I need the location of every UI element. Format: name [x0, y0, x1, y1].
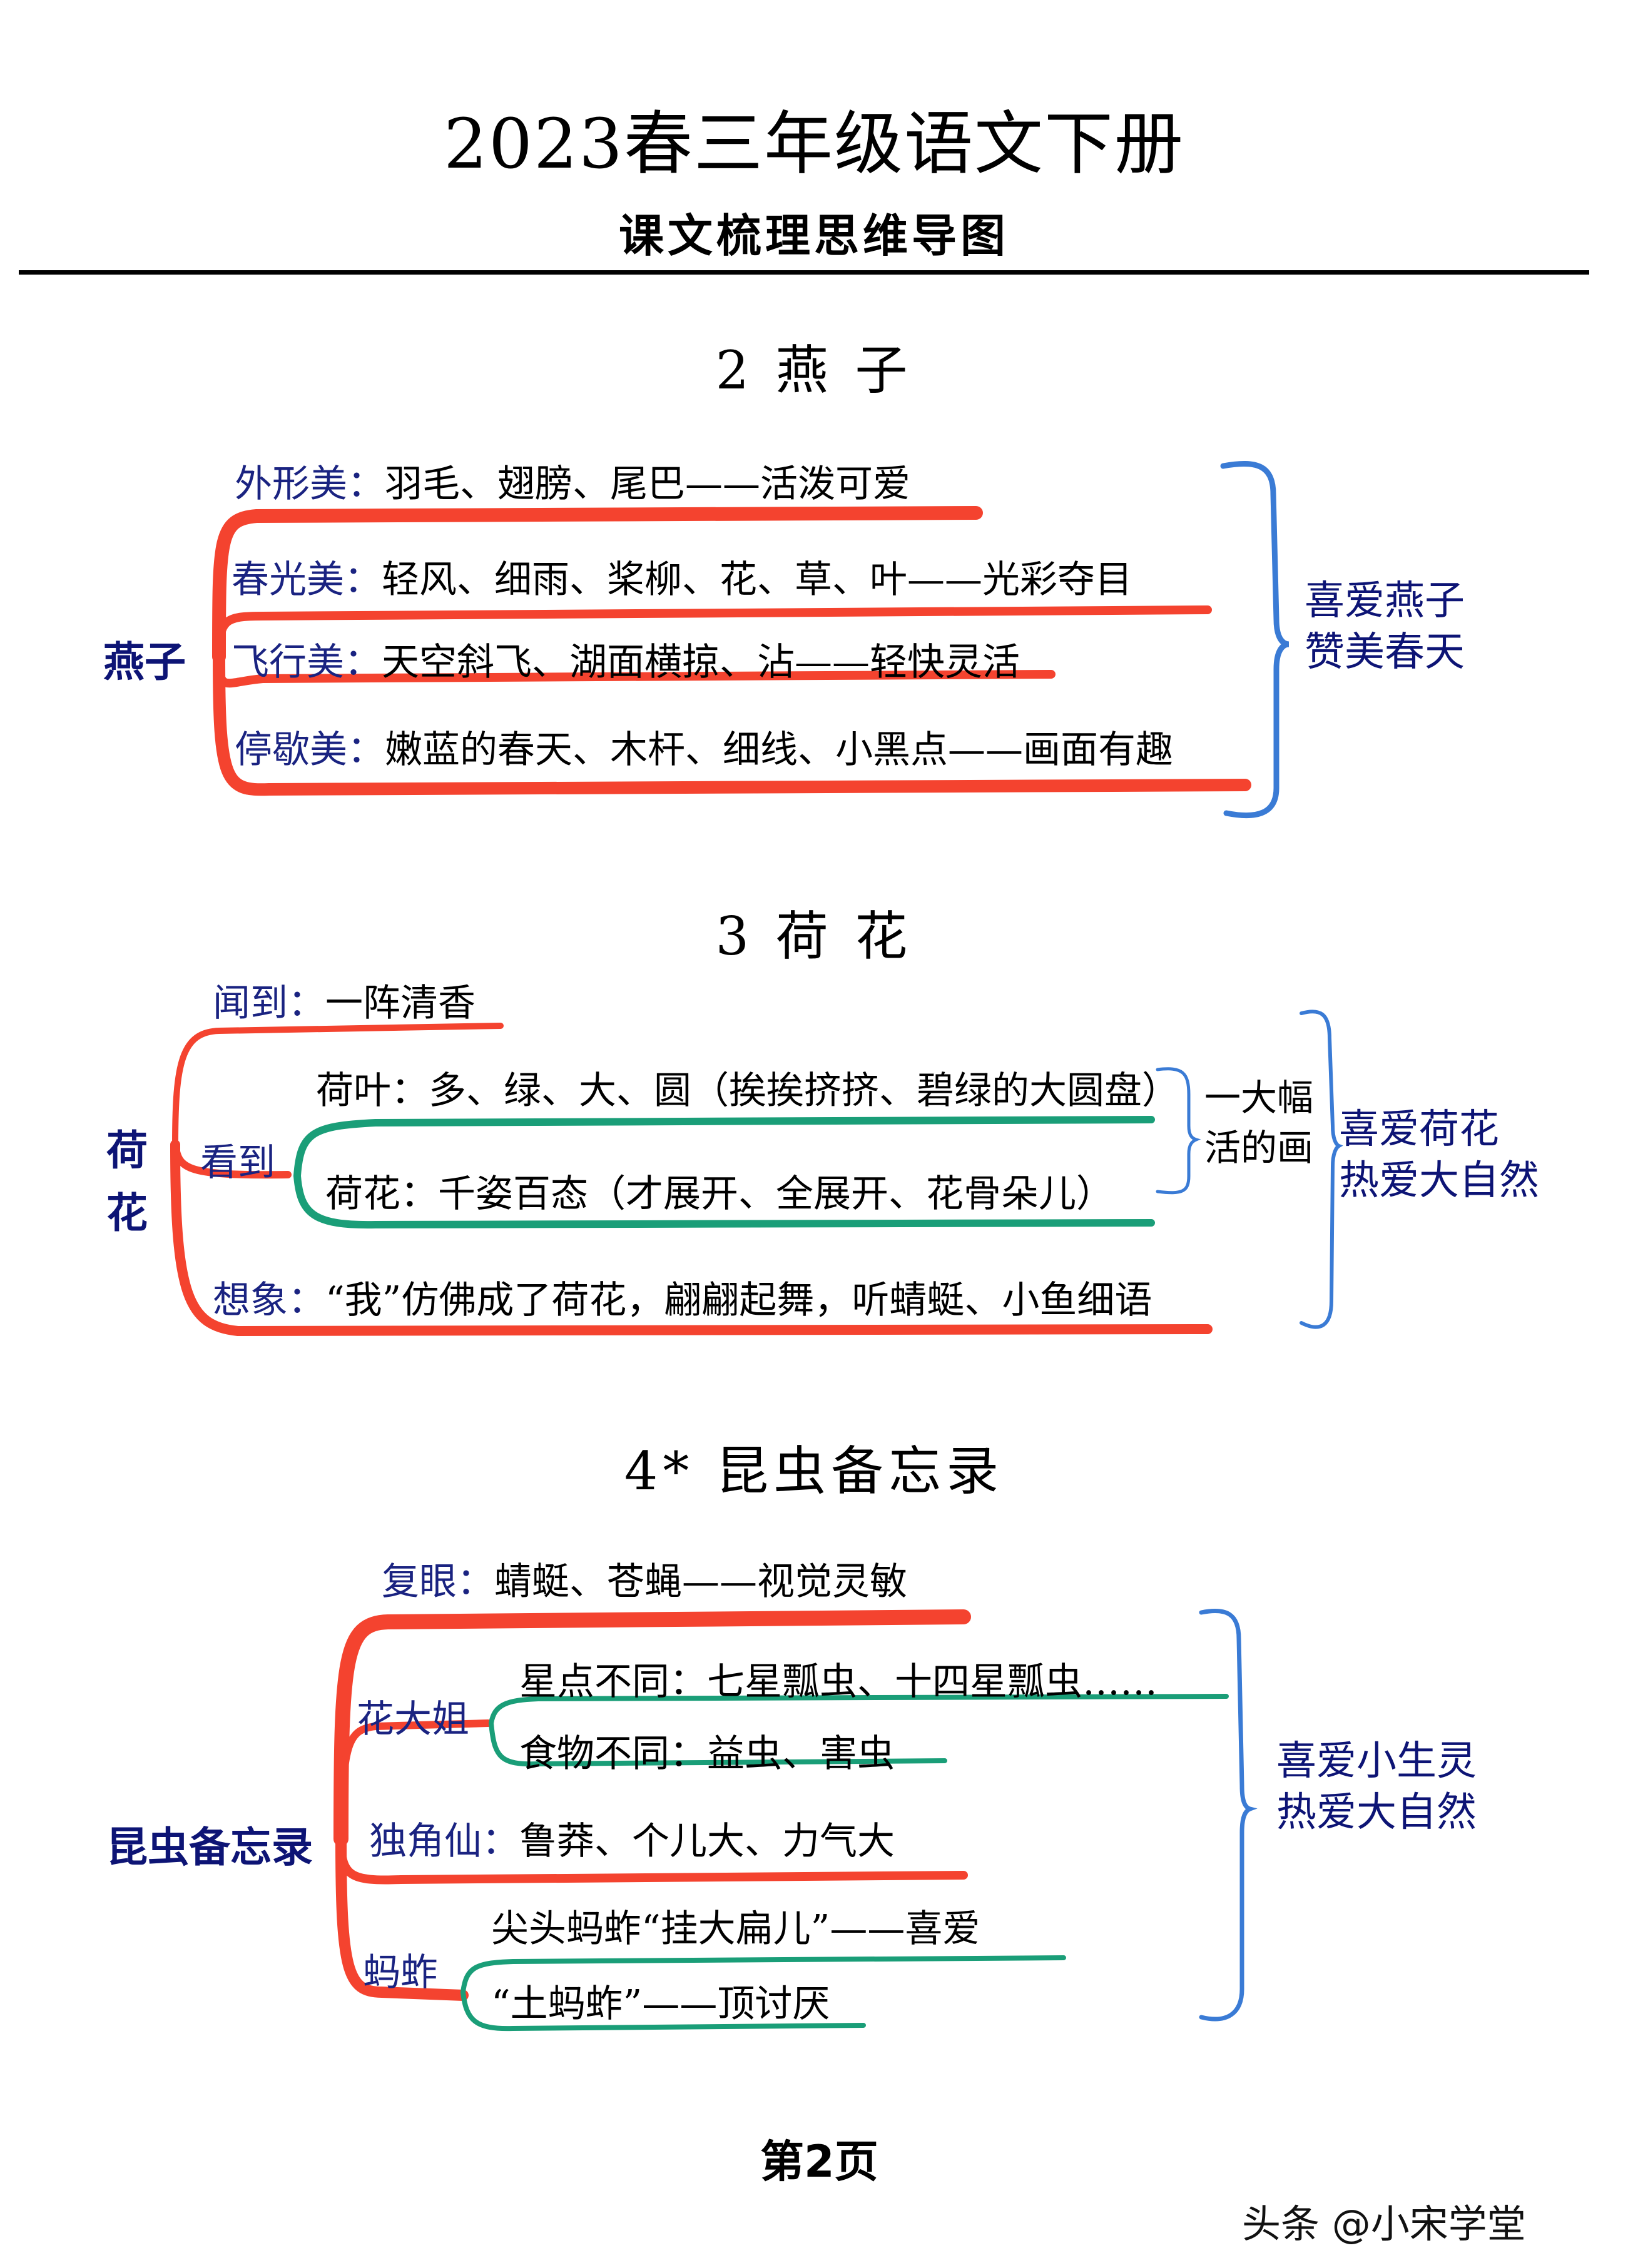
branch-ladybug-label: 花大姐	[357, 1698, 469, 1741]
branch-grasshopper-label: 蚂蚱	[363, 1951, 438, 1995]
conclusion-line: 赞美春天	[1305, 629, 1465, 676]
lotus-branches	[170, 1023, 1213, 1337]
ladybug-item-spots: 星点不同：七星瓢虫、十四星瓢虫……	[519, 1660, 1157, 1704]
branch-text: 轻风、细雨、桨柳、花、草、叶——光彩夺目	[382, 558, 1132, 602]
branch-label: 外形美：	[235, 462, 385, 506]
branch-label: 春光美：	[231, 558, 382, 602]
insect-brace	[1199, 1608, 1258, 2022]
lotus-see-branches	[293, 1116, 1155, 1229]
conclusion: 喜爱燕子 赞美春天	[1305, 575, 1465, 678]
conclusion: 喜爱荷花 热爱大自然	[1339, 1104, 1539, 1207]
branch-label: 闻到：	[213, 981, 325, 1025]
root-node: 荷花	[106, 1126, 148, 1237]
branch-label: 飞行美：	[231, 640, 382, 684]
summary-line: 活的画	[1204, 1126, 1314, 1169]
lotus-brace	[1300, 1010, 1343, 1329]
branch-text: 蜻蜓、苍蝇——视觉灵敏	[494, 1560, 907, 1604]
conclusion-line: 热爱大自然	[1339, 1158, 1539, 1204]
page-number: 第2页	[760, 2136, 878, 2187]
branch-imagine: 想象：“我”仿佛成了荷花，翩翩起舞，听蜻蜓、小鱼细语	[213, 1270, 1152, 1324]
insect-branches	[333, 1609, 971, 2001]
branch-see-label: 看到	[200, 1141, 275, 1185]
page-title: 2023春三年级语文下册	[444, 104, 1184, 184]
header-divider	[19, 270, 1589, 275]
root-node: 燕子	[103, 638, 186, 686]
branch-appearance: 外形美：羽毛、翅膀、尾巴——活泼可爱	[235, 453, 910, 508]
branch-label: 独角仙：	[369, 1820, 519, 1863]
grasshopper-item-earth: “土蚂蚱”——顶讨厌	[491, 1982, 830, 2026]
grasshopper-branches	[460, 1955, 1066, 2032]
branch-label: 复眼：	[382, 1560, 494, 1604]
conclusion-line: 喜爱小生灵	[1276, 1738, 1477, 1785]
ladybug-branches	[489, 1694, 1229, 1767]
branch-text: “我”仿佛成了荷花，翩翩起舞，听蜻蜓、小鱼细语	[325, 1278, 1152, 1322]
branch-text: 鲁莽、个儿大、力气大	[519, 1820, 895, 1863]
branch-flight: 飞行美：天空斜飞、湖面横掠、沾——轻快灵活	[231, 632, 1020, 686]
branch-spring: 春光美：轻风、细雨、桨柳、花、草、叶——光彩夺目	[231, 549, 1132, 604]
conclusion-line: 热爱大自然	[1276, 1790, 1477, 1836]
grasshopper-item-pointed: 尖头蚂蚱“挂大扁儿”——喜爱	[491, 1907, 980, 1951]
branch-text: 一阵清香	[325, 981, 476, 1025]
branch-label: 想象：	[213, 1278, 325, 1322]
branch-beetle: 独角仙：鲁莽、个儿大、力气大	[369, 1811, 895, 1865]
lesson-title: 2 燕 子	[715, 340, 913, 401]
branch-label: 停歇美：	[235, 728, 385, 772]
leaf-item-lotus-flower: 荷花：千姿百态（才展开、全展开、花骨朵儿）	[325, 1172, 1114, 1216]
branch-text: 羽毛、翅膀、尾巴——活泼可爱	[385, 462, 910, 506]
root-node: 昆虫备忘录	[106, 1823, 313, 1871]
lotus-picture-brace	[1156, 1067, 1201, 1195]
swallow-brace	[1220, 460, 1290, 819]
lesson-title: 3 荷 花	[715, 906, 913, 967]
conclusion: 喜爱小生灵 热爱大自然	[1276, 1736, 1477, 1838]
page-subtitle: 课文梳理思维导图	[618, 210, 1009, 262]
branch-smell: 闻到：一阵清香	[213, 973, 476, 1027]
lotus-summary: 一大幅 活的画	[1204, 1073, 1313, 1173]
conclusion-line: 喜爱燕子	[1305, 578, 1465, 624]
summary-line: 一大幅	[1204, 1076, 1314, 1119]
branch-rest: 停歇美：嫩蓝的春天、木杆、细线、小黑点——画面有趣	[235, 719, 1173, 774]
branch-text: 嫩蓝的春天、木杆、细线、小黑点——画面有趣	[385, 728, 1173, 772]
leaf-item-lotus-leaf: 荷叶：多、绿、大、圆（挨挨挤挤、碧绿的大圆盘）	[316, 1069, 1179, 1113]
conclusion-line: 喜爱荷花	[1339, 1106, 1499, 1153]
watermark: 头条 @小宋学堂	[1242, 2201, 1526, 2247]
branch-compound-eye: 复眼：蜻蜓、苍蝇——视觉灵敏	[382, 1551, 907, 1606]
lesson-title: 4* 昆虫备忘录	[624, 1440, 1004, 1502]
branch-text: 天空斜飞、湖面横掠、沾——轻快灵活	[382, 640, 1020, 684]
ladybug-item-food: 食物不同：益虫、害虫	[519, 1732, 895, 1776]
swallow-branches	[212, 506, 1251, 796]
